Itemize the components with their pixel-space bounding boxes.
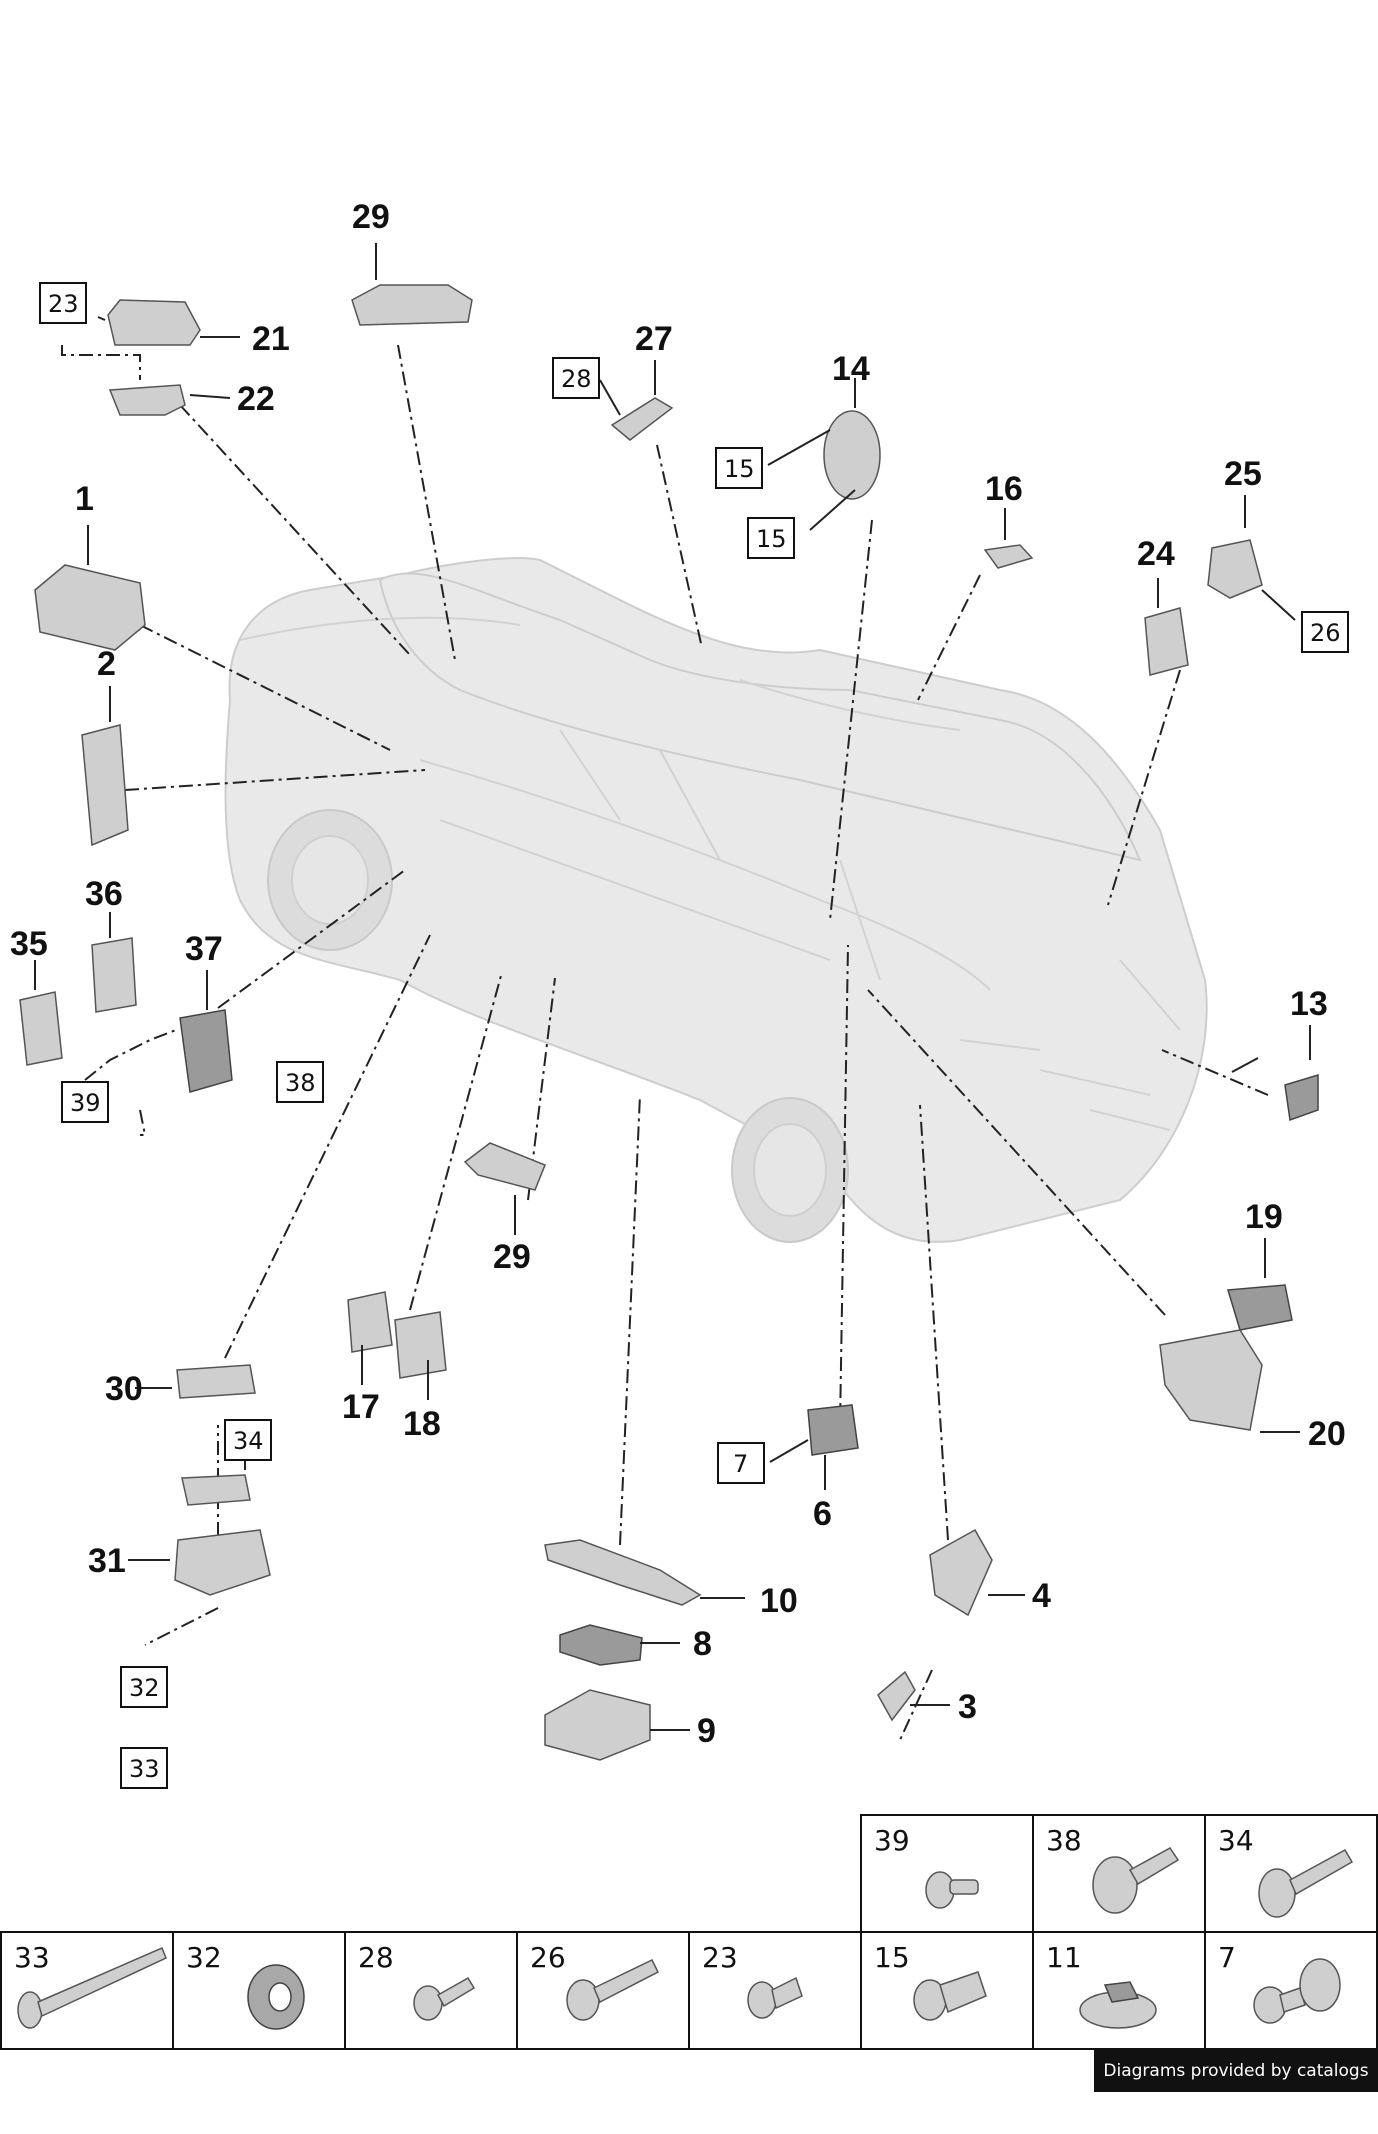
callout-24: 24 bbox=[1137, 535, 1175, 573]
part-34 bbox=[181, 1474, 251, 1506]
part-22 bbox=[108, 384, 186, 416]
hardware-table: 39 38 34 33 32 28 26 23 15 11 7 bbox=[0, 1814, 1378, 2050]
callout-22: 22 bbox=[237, 380, 275, 418]
callout-9: 9 bbox=[697, 1712, 716, 1750]
callout-4: 4 bbox=[1032, 1577, 1051, 1615]
hw-39-label: 39 bbox=[874, 1824, 910, 1857]
callout-19: 19 bbox=[1245, 1198, 1283, 1236]
footer-credit: Diagrams provided by catalogs parts bbox=[1094, 2050, 1378, 2123]
callout-8: 8 bbox=[693, 1625, 712, 1663]
callout-21: 21 bbox=[252, 320, 290, 358]
callout-31: 31 bbox=[88, 1542, 126, 1580]
callout-35: 35 bbox=[10, 925, 48, 963]
part-6 bbox=[807, 1404, 859, 1456]
part-19 bbox=[1227, 1284, 1293, 1331]
part-9 bbox=[544, 1689, 651, 1761]
box-38: 38 bbox=[285, 1069, 316, 1097]
part-4 bbox=[929, 1528, 993, 1617]
hw-11-label: 11 bbox=[1046, 1941, 1082, 1974]
part-16 bbox=[983, 544, 1034, 569]
callout-25: 25 bbox=[1224, 455, 1262, 493]
callout-2: 2 bbox=[97, 645, 116, 683]
part-14 bbox=[823, 410, 881, 500]
box-34: 34 bbox=[233, 1427, 264, 1455]
box-26: 26 bbox=[1310, 619, 1341, 647]
callout-3: 3 bbox=[958, 1688, 977, 1726]
part-29-mid bbox=[463, 1142, 546, 1191]
part-25 bbox=[1207, 539, 1263, 599]
callout-20: 20 bbox=[1308, 1415, 1346, 1453]
hw-15-label: 15 bbox=[874, 1941, 910, 1974]
callout-29-top: 29 bbox=[352, 198, 390, 236]
rivet-7-icon bbox=[1253, 1958, 1341, 2024]
screw-39-icon bbox=[925, 1871, 979, 1909]
callout-29-mid: 29 bbox=[493, 1238, 531, 1276]
part-30 bbox=[176, 1364, 256, 1399]
part-1 bbox=[34, 564, 146, 651]
part-21 bbox=[107, 299, 201, 346]
callout-18: 18 bbox=[403, 1405, 441, 1443]
part-8 bbox=[559, 1624, 643, 1666]
callout-30: 30 bbox=[105, 1370, 143, 1408]
part-37 bbox=[179, 1009, 233, 1093]
callout-1: 1 bbox=[75, 480, 94, 518]
bolt-26-icon bbox=[566, 1959, 660, 2021]
hw-23-label: 23 bbox=[702, 1941, 738, 1974]
part-36 bbox=[91, 937, 137, 1013]
washer-32-icon bbox=[247, 1964, 305, 2030]
part-18 bbox=[394, 1311, 447, 1379]
part-2 bbox=[81, 724, 129, 847]
vehicle-silhouette bbox=[224, 557, 1208, 1243]
callout-14: 14 bbox=[832, 350, 870, 388]
box-15-b: 15 bbox=[756, 525, 787, 553]
callout-36: 36 bbox=[85, 875, 123, 913]
hw-26-label: 26 bbox=[530, 1941, 566, 1974]
part-17 bbox=[347, 1291, 393, 1353]
callout-ticks bbox=[34, 243, 1311, 1731]
part-29-top bbox=[351, 284, 473, 326]
hw-32-label: 32 bbox=[186, 1941, 222, 1974]
box-39: 39 bbox=[70, 1089, 101, 1117]
bolt-38-icon bbox=[1092, 1847, 1180, 1914]
part-31 bbox=[174, 1529, 271, 1596]
part-27 bbox=[610, 397, 674, 441]
component-parts bbox=[19, 284, 1319, 1761]
part-35 bbox=[19, 991, 63, 1066]
hw-7-label: 7 bbox=[1218, 1941, 1236, 1974]
callout-16: 16 bbox=[985, 470, 1023, 508]
box-33: 33 bbox=[129, 1755, 160, 1783]
part-24 bbox=[1144, 607, 1189, 676]
part-3 bbox=[877, 1670, 916, 1722]
callout-27: 27 bbox=[635, 320, 673, 358]
callout-17: 17 bbox=[342, 1388, 380, 1426]
part-10 bbox=[544, 1539, 702, 1606]
bolt-34-icon bbox=[1258, 1848, 1354, 1918]
callout-6: 6 bbox=[813, 1495, 832, 1533]
box-28: 28 bbox=[561, 365, 592, 393]
clip-15-icon bbox=[913, 1971, 987, 2021]
boxed-references: 23 28 15 15 26 38 39 34 7 32 33 bbox=[39, 282, 1349, 1789]
hw-33-label: 33 bbox=[14, 1941, 50, 1974]
part-13 bbox=[1284, 1073, 1319, 1122]
part-20 bbox=[1159, 1329, 1263, 1431]
callout-37: 37 bbox=[185, 930, 223, 968]
box-23: 23 bbox=[48, 290, 79, 318]
callout-10: 10 bbox=[760, 1582, 798, 1620]
screw-28-icon bbox=[413, 1976, 476, 2021]
callout-13: 13 bbox=[1290, 985, 1328, 1023]
hw-28-label: 28 bbox=[358, 1941, 394, 1974]
callout-labels: 29 21 22 27 14 1 2 16 25 24 36 35 37 13 … bbox=[10, 198, 1346, 1750]
hw-38-label: 38 bbox=[1046, 1824, 1082, 1857]
box-7: 7 bbox=[733, 1450, 748, 1478]
screw-23-icon bbox=[747, 1976, 803, 2019]
box-15-a: 15 bbox=[724, 455, 755, 483]
hw-34-label: 34 bbox=[1218, 1824, 1254, 1857]
box-32: 32 bbox=[129, 1674, 160, 1702]
bolt-33-icon bbox=[17, 1947, 167, 2029]
nut-11-icon bbox=[1079, 1981, 1157, 2029]
